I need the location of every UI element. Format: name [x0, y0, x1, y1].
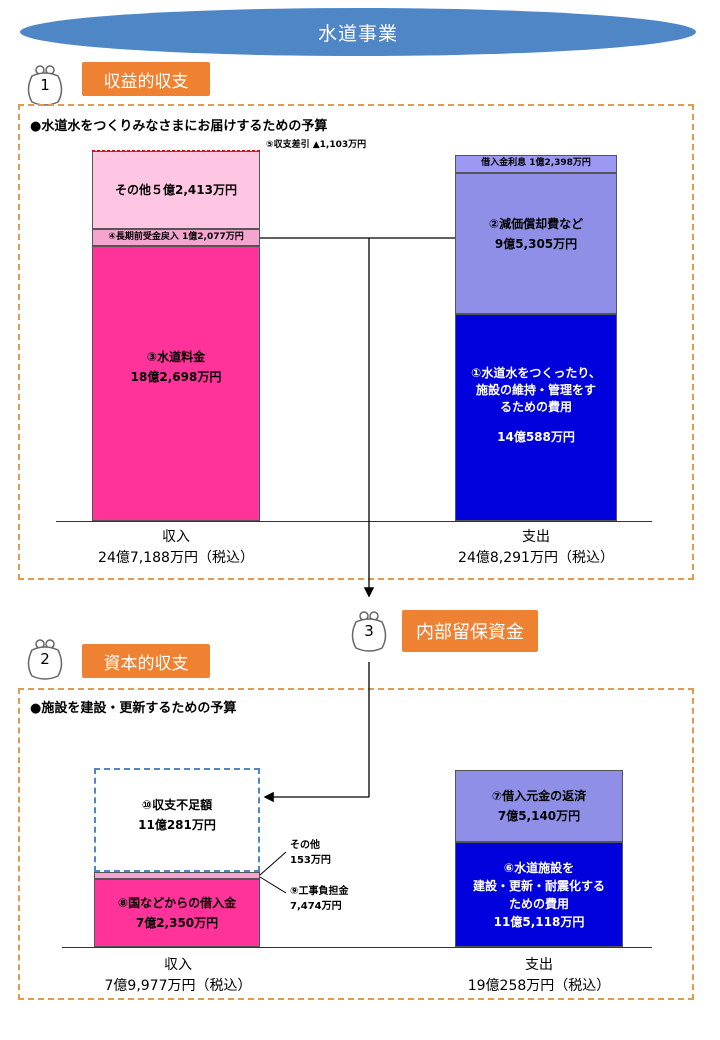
- shortfall-value: 11億281万円: [138, 818, 216, 832]
- section-caption: ●施設を建設・更新するための予算: [30, 701, 237, 716]
- capital-section-box: [18, 688, 694, 1000]
- expense-interest-label: 借入金利息 1億2,398万円: [481, 158, 591, 169]
- income-axis-title: 収入: [164, 957, 192, 973]
- baseline: [56, 521, 652, 522]
- loan-title: ⑧国などからの借入金: [117, 895, 237, 910]
- section-number: 2: [40, 650, 50, 668]
- repay-segment: ⑦借入元金の返済 7億5,140万円: [455, 770, 623, 842]
- income-axis-title: 収入: [162, 529, 190, 545]
- expense-interest-segment: 借入金利息 1億2,398万円: [455, 155, 617, 173]
- purse-icon: [24, 64, 66, 112]
- facility-title-3: ための費用: [508, 896, 569, 911]
- facility-title-2: 建設・更新・耐震化する: [472, 878, 605, 893]
- page-title: 水道事業: [20, 8, 696, 56]
- expense-axis-total: 19億258万円（税込）: [467, 978, 611, 994]
- facility-value: 11億5,118万円: [493, 914, 585, 929]
- section-caption: ●水道水をつくりみなさまにお届けするための予算: [30, 119, 328, 134]
- surplus-label: ⑤収支差引 ▲1,103万円: [266, 140, 367, 150]
- income-subsidy-label: ④長期前受金戻入 1億2,077万円: [108, 231, 244, 242]
- income-axis-total: 7億9,977万円（税込）: [104, 978, 252, 994]
- facility-title-1: ⑥水道施設を: [503, 860, 575, 875]
- operation-value: 14億588万円: [497, 430, 575, 445]
- loan-value: 7億2,350万円: [135, 916, 219, 930]
- section-badge-capital: 資本的収支: [82, 644, 210, 678]
- section-badge-revenue: 収益的収支: [82, 62, 210, 96]
- leader-line: [259, 876, 287, 894]
- expense-axis-label: 支出 19億258万円（税込）: [440, 955, 638, 997]
- expense-axis-label: 支出 24億8,291万円（税込）: [440, 527, 632, 569]
- section-badge-reserve: 内部留保資金: [402, 610, 538, 652]
- income-other-segment: その他５億2,413万円: [92, 151, 260, 229]
- section-number: 1: [40, 76, 50, 94]
- construction-label-2: 7,474万円: [290, 901, 342, 912]
- water-fee-value: 18億2,698万円: [130, 370, 222, 385]
- expense-operation-segment: ①水道水をつくったり、 施設の維持・管理をす るための費用 14億588万円: [455, 314, 617, 521]
- income-other-label: その他５億2,413万円: [115, 182, 237, 197]
- income-water-fee-segment: ③水道料金 18億2,698万円: [92, 246, 260, 521]
- baseline: [62, 947, 652, 948]
- capital-other-label-1: その他: [290, 840, 320, 851]
- capital-other-label-2: 153万円: [290, 855, 331, 866]
- depreciation-title: ②減価償却費など: [488, 217, 584, 231]
- purse-icon: [348, 610, 390, 658]
- construction-label-1: ⑨工事負担金: [290, 886, 349, 897]
- purse-icon: [24, 638, 66, 686]
- revenue-section-box: [18, 104, 694, 580]
- operation-title-2: 施設の維持・管理をす: [475, 382, 596, 397]
- expense-depreciation-segment: ②減価償却費など 9億5,305万円: [455, 173, 617, 314]
- income-axis-total: 24億7,188万円（税込）: [98, 550, 254, 566]
- capital-other-label: その他 153万円: [290, 838, 331, 868]
- water-fee-title: ③水道料金: [146, 350, 206, 364]
- income-subsidy-segment: ④長期前受金戻入 1億2,077万円: [92, 229, 260, 246]
- expense-axis-total: 24億8,291万円（税込）: [458, 550, 614, 566]
- repay-title: ⑦借入元金の返済: [491, 788, 587, 803]
- income-axis-label: 収入 24億7,188万円（税込）: [92, 527, 260, 569]
- shortfall-title: ⑩収支不足額: [141, 797, 213, 812]
- operation-title-1: ①水道水をつくったり、: [471, 366, 601, 380]
- repay-value: 7億5,140万円: [497, 809, 581, 823]
- income-axis-label: 収入 7億9,977万円（税込）: [80, 955, 276, 997]
- loan-segment: ⑧国などからの借入金 7億2,350万円: [94, 879, 260, 947]
- construction-label: ⑨工事負担金 7,474万円: [290, 884, 348, 914]
- leader-line: [259, 851, 287, 876]
- depreciation-value: 9億5,305万円: [494, 237, 578, 252]
- expense-axis-title: 支出: [525, 957, 553, 973]
- shortfall-segment: ⑩収支不足額 11億281万円: [94, 768, 260, 872]
- operation-title-3: るための費用: [499, 399, 572, 414]
- surplus-marker: [92, 150, 260, 152]
- facility-segment: ⑥水道施設を 建設・更新・耐震化する ための費用 11億5,118万円: [455, 842, 623, 947]
- expense-axis-title: 支出: [522, 529, 550, 545]
- capital-other-segment: [94, 872, 260, 879]
- section-number: 3: [364, 622, 374, 640]
